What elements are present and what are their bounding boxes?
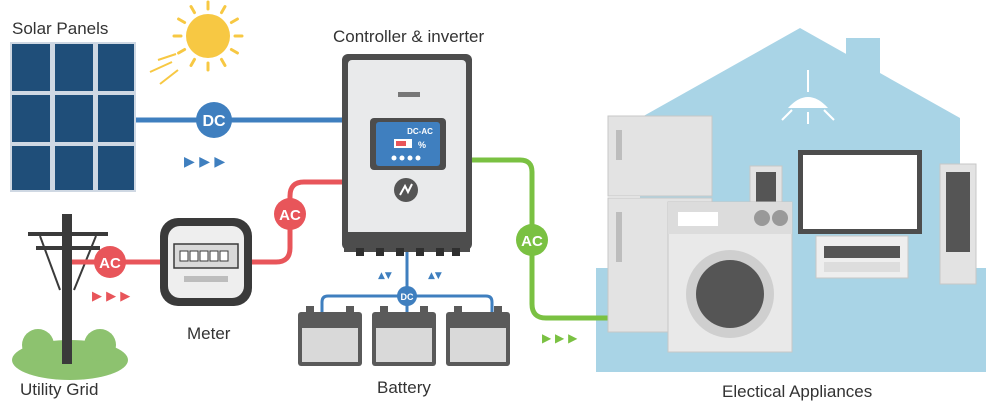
- battery-flow-arrows-left: ▲▼: [378, 271, 392, 281]
- sun-ray: [177, 48, 187, 55]
- dc-flow-arrows: ▶ ▶ ▶: [184, 154, 225, 170]
- meter-icon: [160, 218, 252, 306]
- sun-ray: [177, 17, 187, 24]
- speaker-right-icon: [939, 163, 977, 285]
- ac-inverter-in-badge: AC: [274, 198, 306, 230]
- sun-ray: [220, 57, 227, 67]
- dc-battery-badge: DC: [397, 286, 417, 306]
- label-battery: Battery: [377, 378, 431, 397]
- ac-grid-badge: AC: [94, 246, 126, 278]
- tv-icon: [798, 150, 922, 234]
- inverter-mode-label: DC-AC: [407, 127, 433, 136]
- svg-text:DC: DC: [202, 113, 226, 130]
- dc-badge: DC: [196, 102, 232, 138]
- inverter-percent-label: %: [418, 140, 426, 150]
- battery-icon: [298, 306, 510, 366]
- sun-ray: [229, 48, 239, 55]
- washing-machine-icon: [667, 201, 793, 353]
- output-flow-arrows: ▶ ▶ ▶: [542, 331, 578, 345]
- sun-ray: [229, 17, 239, 24]
- sun-ray: [189, 5, 196, 15]
- inverter-icon: DC-AC %: [342, 54, 472, 256]
- sun-ray: [189, 57, 196, 67]
- battery-flow-arrows-right: ▲▼: [428, 271, 442, 281]
- label-appliances: Electical Appliances: [722, 382, 873, 401]
- sun-icon: [149, 0, 244, 85]
- svg-text:AC: AC: [521, 233, 543, 250]
- solar-panels-icon: [10, 42, 136, 192]
- label-controller: Controller & inverter: [333, 27, 485, 46]
- sun-ray: [220, 5, 227, 15]
- label-utility-grid: Utility Grid: [20, 380, 99, 399]
- label-solar-panels: Solar Panels: [12, 19, 109, 38]
- svg-text:AC: AC: [99, 255, 121, 272]
- label-meter: Meter: [187, 324, 231, 343]
- svg-text:DC: DC: [401, 292, 414, 302]
- ceiling-lamp-icon: [781, 70, 835, 124]
- ac-output-badge: AC: [516, 224, 548, 256]
- svg-text:AC: AC: [279, 207, 301, 224]
- stereo-icon: [815, 235, 909, 279]
- grid-flow-arrows: ▶ ▶ ▶: [92, 289, 130, 304]
